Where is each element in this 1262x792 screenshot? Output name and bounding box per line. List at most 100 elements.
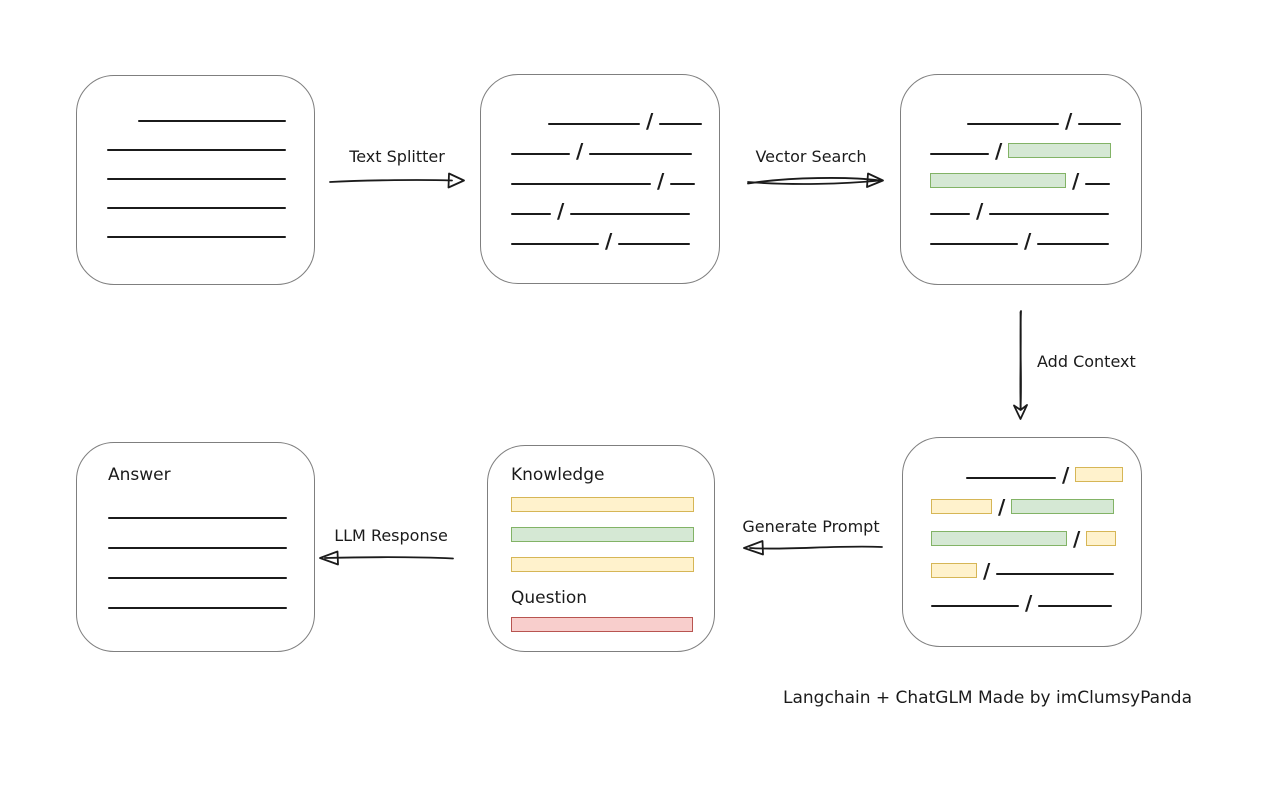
chunk-row: / bbox=[511, 99, 719, 133]
document-lines bbox=[107, 120, 314, 238]
text-line bbox=[107, 149, 286, 151]
chunk-row: / bbox=[511, 159, 719, 193]
text-line bbox=[589, 153, 693, 155]
slash-separator: / bbox=[1072, 169, 1080, 193]
slash-separator: / bbox=[557, 199, 565, 223]
chunk-row: / bbox=[930, 129, 1141, 161]
text-line bbox=[659, 123, 703, 125]
yellow-bar bbox=[511, 497, 694, 512]
green-chunk-highlight bbox=[930, 173, 1066, 188]
green-chunk-highlight bbox=[931, 531, 1067, 546]
text-line bbox=[670, 183, 696, 185]
slash-separator: / bbox=[1073, 527, 1081, 551]
question-heading: Question bbox=[511, 588, 588, 608]
chunk-row: / bbox=[511, 189, 719, 223]
slash-separator: / bbox=[657, 169, 665, 193]
text-line bbox=[108, 607, 287, 609]
chunk-row: / bbox=[931, 483, 1141, 519]
vector-search-result-node: ///// bbox=[900, 74, 1142, 285]
text-line bbox=[108, 517, 287, 519]
text-splitter-label: Text Splitter bbox=[349, 147, 445, 166]
answer-heading: Answer bbox=[108, 465, 171, 485]
add-context-arrow bbox=[1013, 310, 1028, 420]
text-line bbox=[931, 605, 1019, 607]
text-line bbox=[107, 178, 286, 180]
chunk-row: / bbox=[930, 219, 1141, 253]
llm-response-label: LLM Response bbox=[334, 526, 448, 545]
text-line bbox=[930, 213, 970, 215]
answer-node: Answer bbox=[76, 442, 315, 652]
text-line bbox=[1085, 183, 1111, 185]
indent-gap bbox=[511, 128, 542, 129]
vector-search-arrow bbox=[747, 172, 884, 188]
chunk-row: / bbox=[931, 515, 1141, 551]
chunk-row: / bbox=[931, 547, 1141, 583]
yellow-chunk-highlight bbox=[1075, 467, 1124, 482]
text-line bbox=[511, 153, 570, 155]
text-splitter-arrow bbox=[329, 172, 465, 189]
green-chunk-highlight bbox=[1011, 499, 1115, 514]
yellow-chunk-highlight bbox=[1086, 531, 1117, 546]
text-line bbox=[108, 547, 287, 549]
indent-gap bbox=[931, 482, 960, 483]
yellow-chunk-highlight bbox=[931, 499, 992, 514]
chunk-row: / bbox=[930, 159, 1141, 193]
green-chunk-highlight bbox=[1008, 143, 1112, 158]
chunk-rows: / / / / / bbox=[511, 99, 719, 253]
slash-separator: / bbox=[1065, 109, 1073, 133]
answer-lines bbox=[108, 517, 314, 609]
text-line bbox=[930, 243, 1018, 245]
slash-separator: / bbox=[1025, 591, 1033, 615]
chunk-row: / bbox=[930, 189, 1141, 223]
text-line bbox=[511, 243, 599, 245]
text-line bbox=[108, 577, 287, 579]
chunk-row: / bbox=[931, 451, 1141, 487]
add-context-label: Add Context bbox=[1037, 352, 1136, 371]
green-bar bbox=[511, 527, 694, 542]
text-line bbox=[511, 213, 551, 215]
chunk-row: / bbox=[930, 99, 1141, 133]
prompt-node: Knowledge Question bbox=[487, 445, 715, 652]
red-bar bbox=[511, 617, 693, 632]
text-line bbox=[511, 183, 651, 185]
generate-prompt-arrow bbox=[743, 540, 883, 556]
text-line bbox=[107, 207, 286, 209]
llm-response-arrow bbox=[319, 550, 454, 566]
text-line bbox=[967, 123, 1059, 125]
yellow-chunk-highlight bbox=[931, 563, 977, 578]
chunk-rows: ///// bbox=[930, 99, 1141, 253]
indent-gap bbox=[930, 128, 961, 129]
text-line bbox=[618, 243, 691, 245]
chunk-row: / bbox=[511, 219, 719, 253]
yellow-bar bbox=[511, 557, 694, 572]
slash-separator: / bbox=[605, 229, 613, 253]
text-line bbox=[966, 477, 1056, 479]
text-line bbox=[930, 153, 989, 155]
chunk-row: / bbox=[931, 579, 1141, 615]
text-line bbox=[1078, 123, 1122, 125]
text-line bbox=[548, 123, 640, 125]
text-line bbox=[989, 213, 1110, 215]
chunk-rows: / / / / / bbox=[931, 451, 1141, 615]
text-line bbox=[107, 236, 286, 238]
slash-separator: / bbox=[976, 199, 984, 223]
knowledge-heading: Knowledge bbox=[511, 465, 605, 485]
text-line bbox=[138, 120, 286, 122]
slash-separator: / bbox=[646, 109, 654, 133]
slash-separator: / bbox=[983, 559, 991, 583]
chunk-row: / bbox=[511, 129, 719, 163]
slash-separator: / bbox=[1024, 229, 1032, 253]
knowledge-bars bbox=[511, 497, 714, 572]
slash-separator: / bbox=[1062, 463, 1070, 487]
text-line bbox=[1038, 605, 1113, 607]
text-line bbox=[570, 213, 691, 215]
generate-prompt-label: Generate Prompt bbox=[742, 517, 880, 536]
slash-separator: / bbox=[576, 139, 584, 163]
question-bars bbox=[511, 617, 714, 632]
document-node bbox=[76, 75, 315, 285]
context-node: / / / / / bbox=[902, 437, 1142, 647]
slash-separator: / bbox=[998, 495, 1006, 519]
split-chunks-node: / / / / / bbox=[480, 74, 720, 284]
text-line bbox=[1037, 243, 1110, 245]
